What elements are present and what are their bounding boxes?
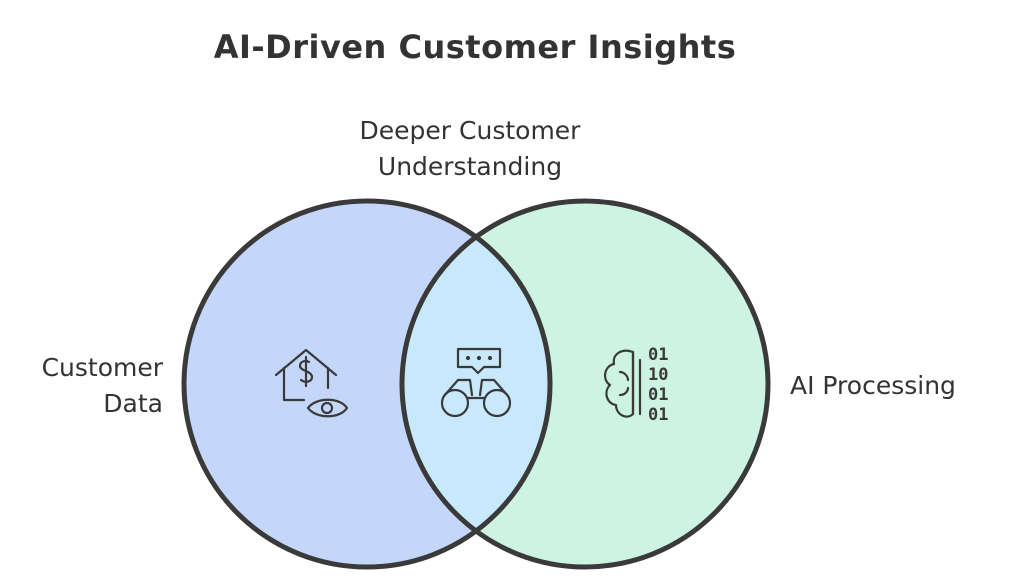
- left-set-label-line2: Data: [103, 389, 163, 418]
- left-set-label: Customer Data: [0, 350, 163, 422]
- binary-row: 10: [648, 365, 668, 385]
- binary-row: 01: [648, 345, 668, 365]
- right-circle-outline: [399, 198, 771, 570]
- overlap-label-line1: Deeper Customer: [359, 116, 581, 145]
- right-set-label: AI Processing: [790, 371, 956, 400]
- binary-row: 01: [648, 385, 668, 405]
- overlap-label-line2: Understanding: [377, 152, 563, 181]
- left-circle-outline: [181, 198, 553, 570]
- binary-row: 01: [648, 405, 668, 425]
- left-set-label-line1: Customer: [41, 353, 163, 382]
- diagram-title: AI-Driven Customer Insights: [213, 28, 737, 66]
- overlap-label: Deeper Customer Understanding: [300, 113, 640, 185]
- overlap-fill: [402, 201, 550, 567]
- binoculars-chat-icon: [440, 347, 512, 418]
- house-dollar-eye-icon: [274, 348, 349, 418]
- brain-binary-icon: 01 10 01 01: [604, 345, 668, 425]
